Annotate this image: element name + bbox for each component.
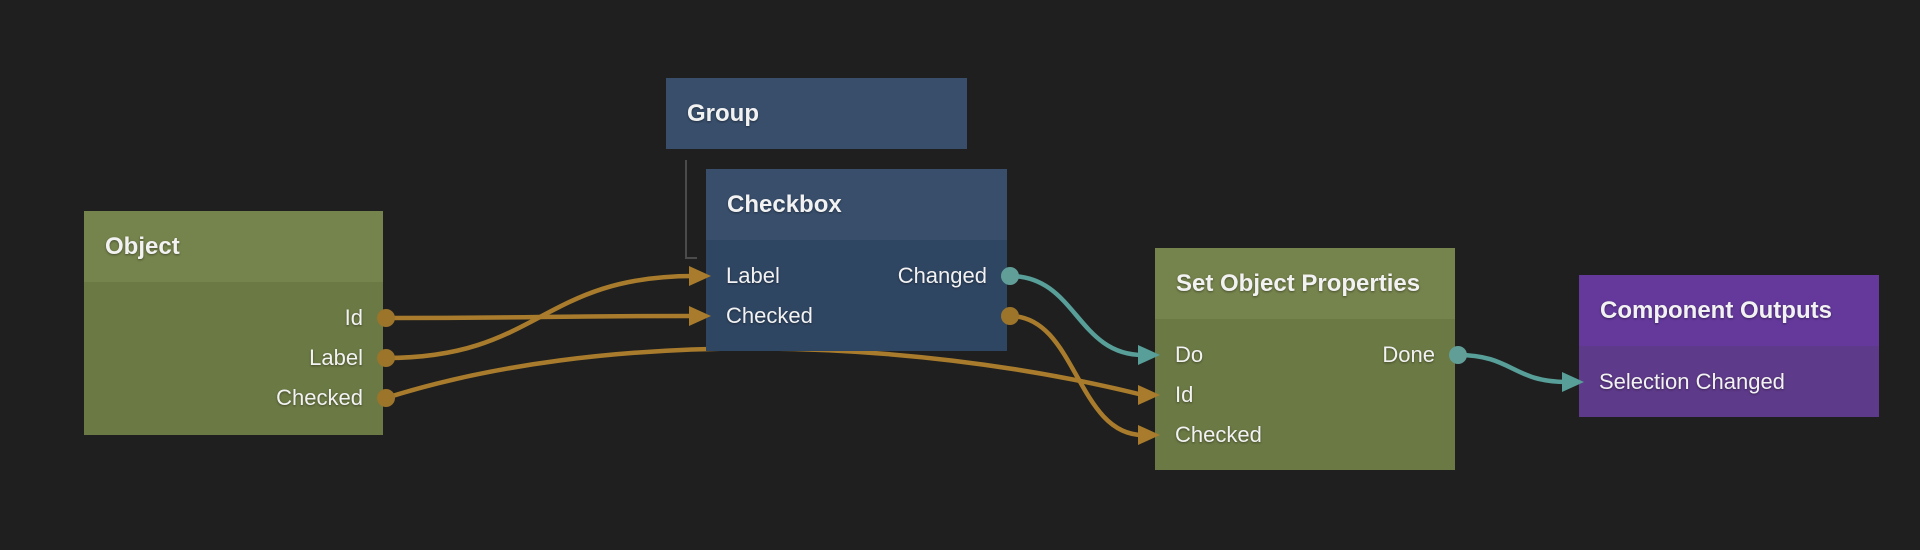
input-label: Checked [1175,422,1262,447]
port-row: Label Changed [689,256,1019,296]
output-label: Checked [276,385,363,410]
output-port-checked-icon[interactable] [377,389,395,407]
input-port-label-icon[interactable] [689,266,711,286]
output-label: Label [309,345,363,370]
wire-data[interactable] [1009,313,1144,438]
input-label: Checked [726,303,813,328]
port-row: Label [84,338,395,378]
port-row: Id [84,298,395,338]
port-row: Checked [84,378,395,418]
output-port-unnamed-icon[interactable] [1001,307,1019,325]
node-header[interactable]: Group [666,78,967,149]
output-label: Id [344,305,363,330]
node-body: Selection Changed [1562,346,1879,417]
port-row: Checked [689,296,1019,336]
port-row: Checked [1138,415,1455,455]
node-title: Set Object Properties [1176,269,1421,297]
group-child-link [685,160,697,259]
output-port-label-icon[interactable] [377,349,395,367]
wire-signal[interactable] [1457,352,1568,385]
input-label: Id [1175,382,1194,407]
input-port-selection-changed-icon[interactable] [1562,372,1584,392]
output-port-id-icon[interactable] [377,309,395,327]
port-row: Do Done [1138,335,1467,375]
output-label: Changed [897,263,987,288]
output-port-changed-icon[interactable] [1001,267,1019,285]
node-title: Checkbox [727,190,842,218]
port-row: Selection Changed [1562,362,1879,402]
node-header[interactable]: Object [84,211,383,282]
input-port-id-icon[interactable] [1138,385,1160,405]
node-title: Component Outputs [1600,296,1832,324]
input-port-checked-icon[interactable] [1138,425,1160,445]
wire-data[interactable] [385,313,695,321]
input-port-do-icon[interactable] [1138,345,1160,365]
node-header[interactable]: Set Object Properties [1155,248,1455,319]
node-title: Group [687,99,759,127]
output-port-done-icon[interactable] [1449,346,1467,364]
wire-signal[interactable] [1009,273,1144,358]
wire-data[interactable] [385,346,1144,401]
input-label: Do [1175,342,1204,367]
output-label: Done [1382,342,1435,367]
node-title: Object [105,232,180,260]
input-label: Selection Changed [1599,369,1785,394]
input-port-checked-icon[interactable] [689,306,711,326]
input-label: Label [726,263,780,288]
port-row: Id [1138,375,1455,415]
node-group[interactable]: Group [666,78,967,149]
node-header[interactable]: Checkbox [706,169,1007,240]
node-header[interactable]: Component Outputs [1579,275,1879,346]
